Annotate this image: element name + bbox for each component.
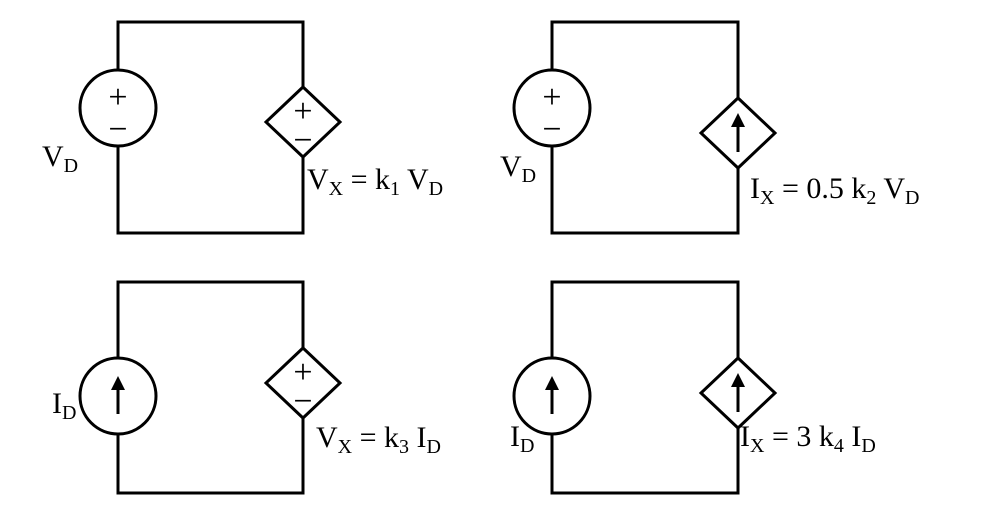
dependent-voltage-source — [263, 345, 343, 421]
arrow-up-icon — [111, 376, 125, 414]
independent-voltage-source — [78, 68, 158, 148]
dependent-voltage-source — [263, 84, 343, 160]
plus-sign: + — [293, 93, 312, 130]
arrow-up-icon — [731, 113, 745, 152]
source-label: VD — [42, 140, 78, 177]
plus-sign: + — [293, 354, 312, 391]
source-label: VD — [500, 150, 536, 187]
circuit-4: ID IX = 3 k4 ID — [510, 280, 876, 495]
circuit-3-wire — [116, 280, 305, 495]
minus-sign: − — [542, 111, 561, 148]
arrow-up-icon — [545, 376, 559, 414]
independent-voltage-source — [512, 68, 592, 148]
minus-sign: − — [108, 111, 127, 148]
plus-sign: + — [108, 79, 127, 116]
dependent-source-equation: IX = 0.5 k2 VD — [750, 172, 919, 209]
circuit-2-wire — [550, 20, 740, 235]
dependent-source-equation: VX = k3 ID — [316, 421, 441, 458]
circuit-3: + − ID VX = k3 ID — [52, 280, 441, 495]
circuit-2: + − VD IX = 0.5 k2 VD — [500, 20, 919, 235]
circuit-1: + − + − VD VX = k1 VD — [42, 20, 443, 235]
circuit-4-wire — [550, 280, 740, 495]
minus-sign: − — [293, 383, 312, 420]
plus-sign: + — [542, 79, 561, 116]
arrow-up-icon — [731, 373, 745, 412]
minus-sign: − — [293, 122, 312, 159]
dependent-source-equation: VX = k1 VD — [307, 163, 443, 200]
source-label: ID — [510, 420, 534, 457]
circuit-1-wire — [116, 20, 305, 235]
source-label: ID — [52, 387, 76, 424]
dependent-source-equation: IX = 3 k4 ID — [740, 420, 876, 457]
